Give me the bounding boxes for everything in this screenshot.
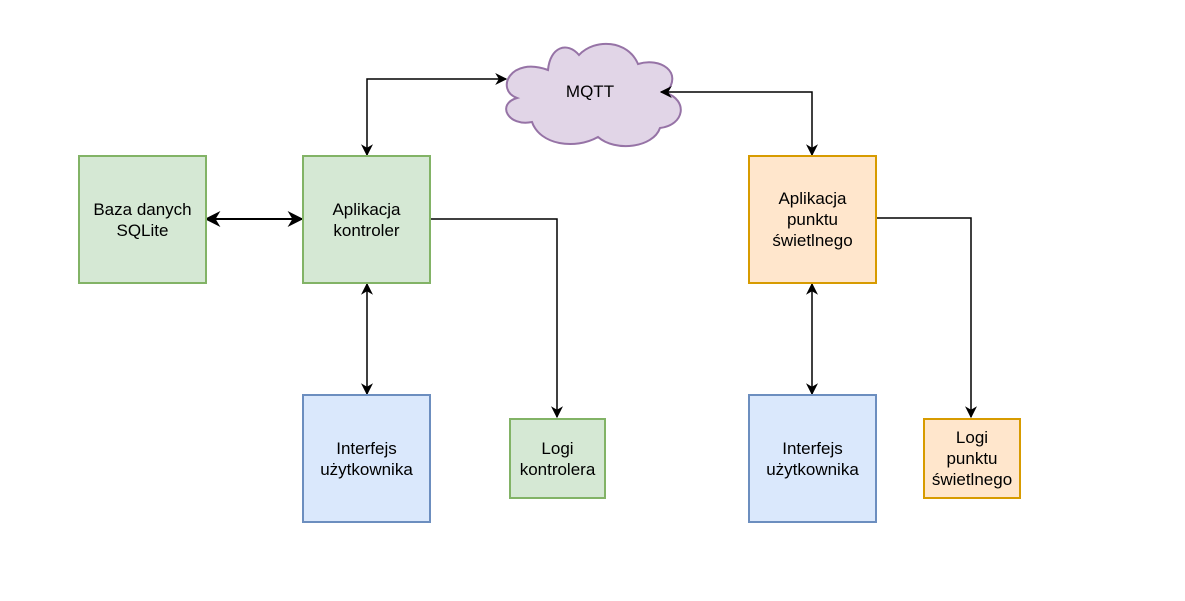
connector-controller-mqtt	[361, 73, 508, 157]
controller-app-label: Aplikacja kontroler	[332, 199, 401, 240]
connector-mqtt-lightpoint	[659, 86, 818, 157]
mqtt-cloud-shape	[505, 42, 682, 148]
lightpoint-app-label: Aplikacja punktu świetlnego	[772, 189, 853, 250]
lightpoint-logs-label: Logi punktu świetlnego	[931, 428, 1013, 489]
lightpoint-ui-label: Interfejs użytkownika	[766, 438, 859, 479]
database-label: Baza danych SQLite	[93, 199, 192, 240]
controller-ui-label: Interfejs użytkownika	[320, 438, 413, 479]
controller-ui-node: Interfejs użytkownika	[302, 394, 431, 523]
lightpoint-ui-node: Interfejs użytkownika	[748, 394, 877, 523]
database-node: Baza danych SQLite	[78, 155, 207, 284]
controller-logs-node: Logi kontrolera	[509, 418, 606, 499]
lightpoint-app-node: Aplikacja punktu świetlnego	[748, 155, 877, 284]
lightpoint-logs-node: Logi punktu świetlnego	[923, 418, 1021, 499]
connector-lightpoint-logs	[876, 217, 977, 419]
mqtt-label: MQTT	[565, 82, 615, 101]
connector-controller-logs	[430, 218, 563, 419]
controller-logs-label: Logi kontrolera	[519, 438, 596, 479]
controller-app-node: Aplikacja kontroler	[302, 155, 431, 284]
